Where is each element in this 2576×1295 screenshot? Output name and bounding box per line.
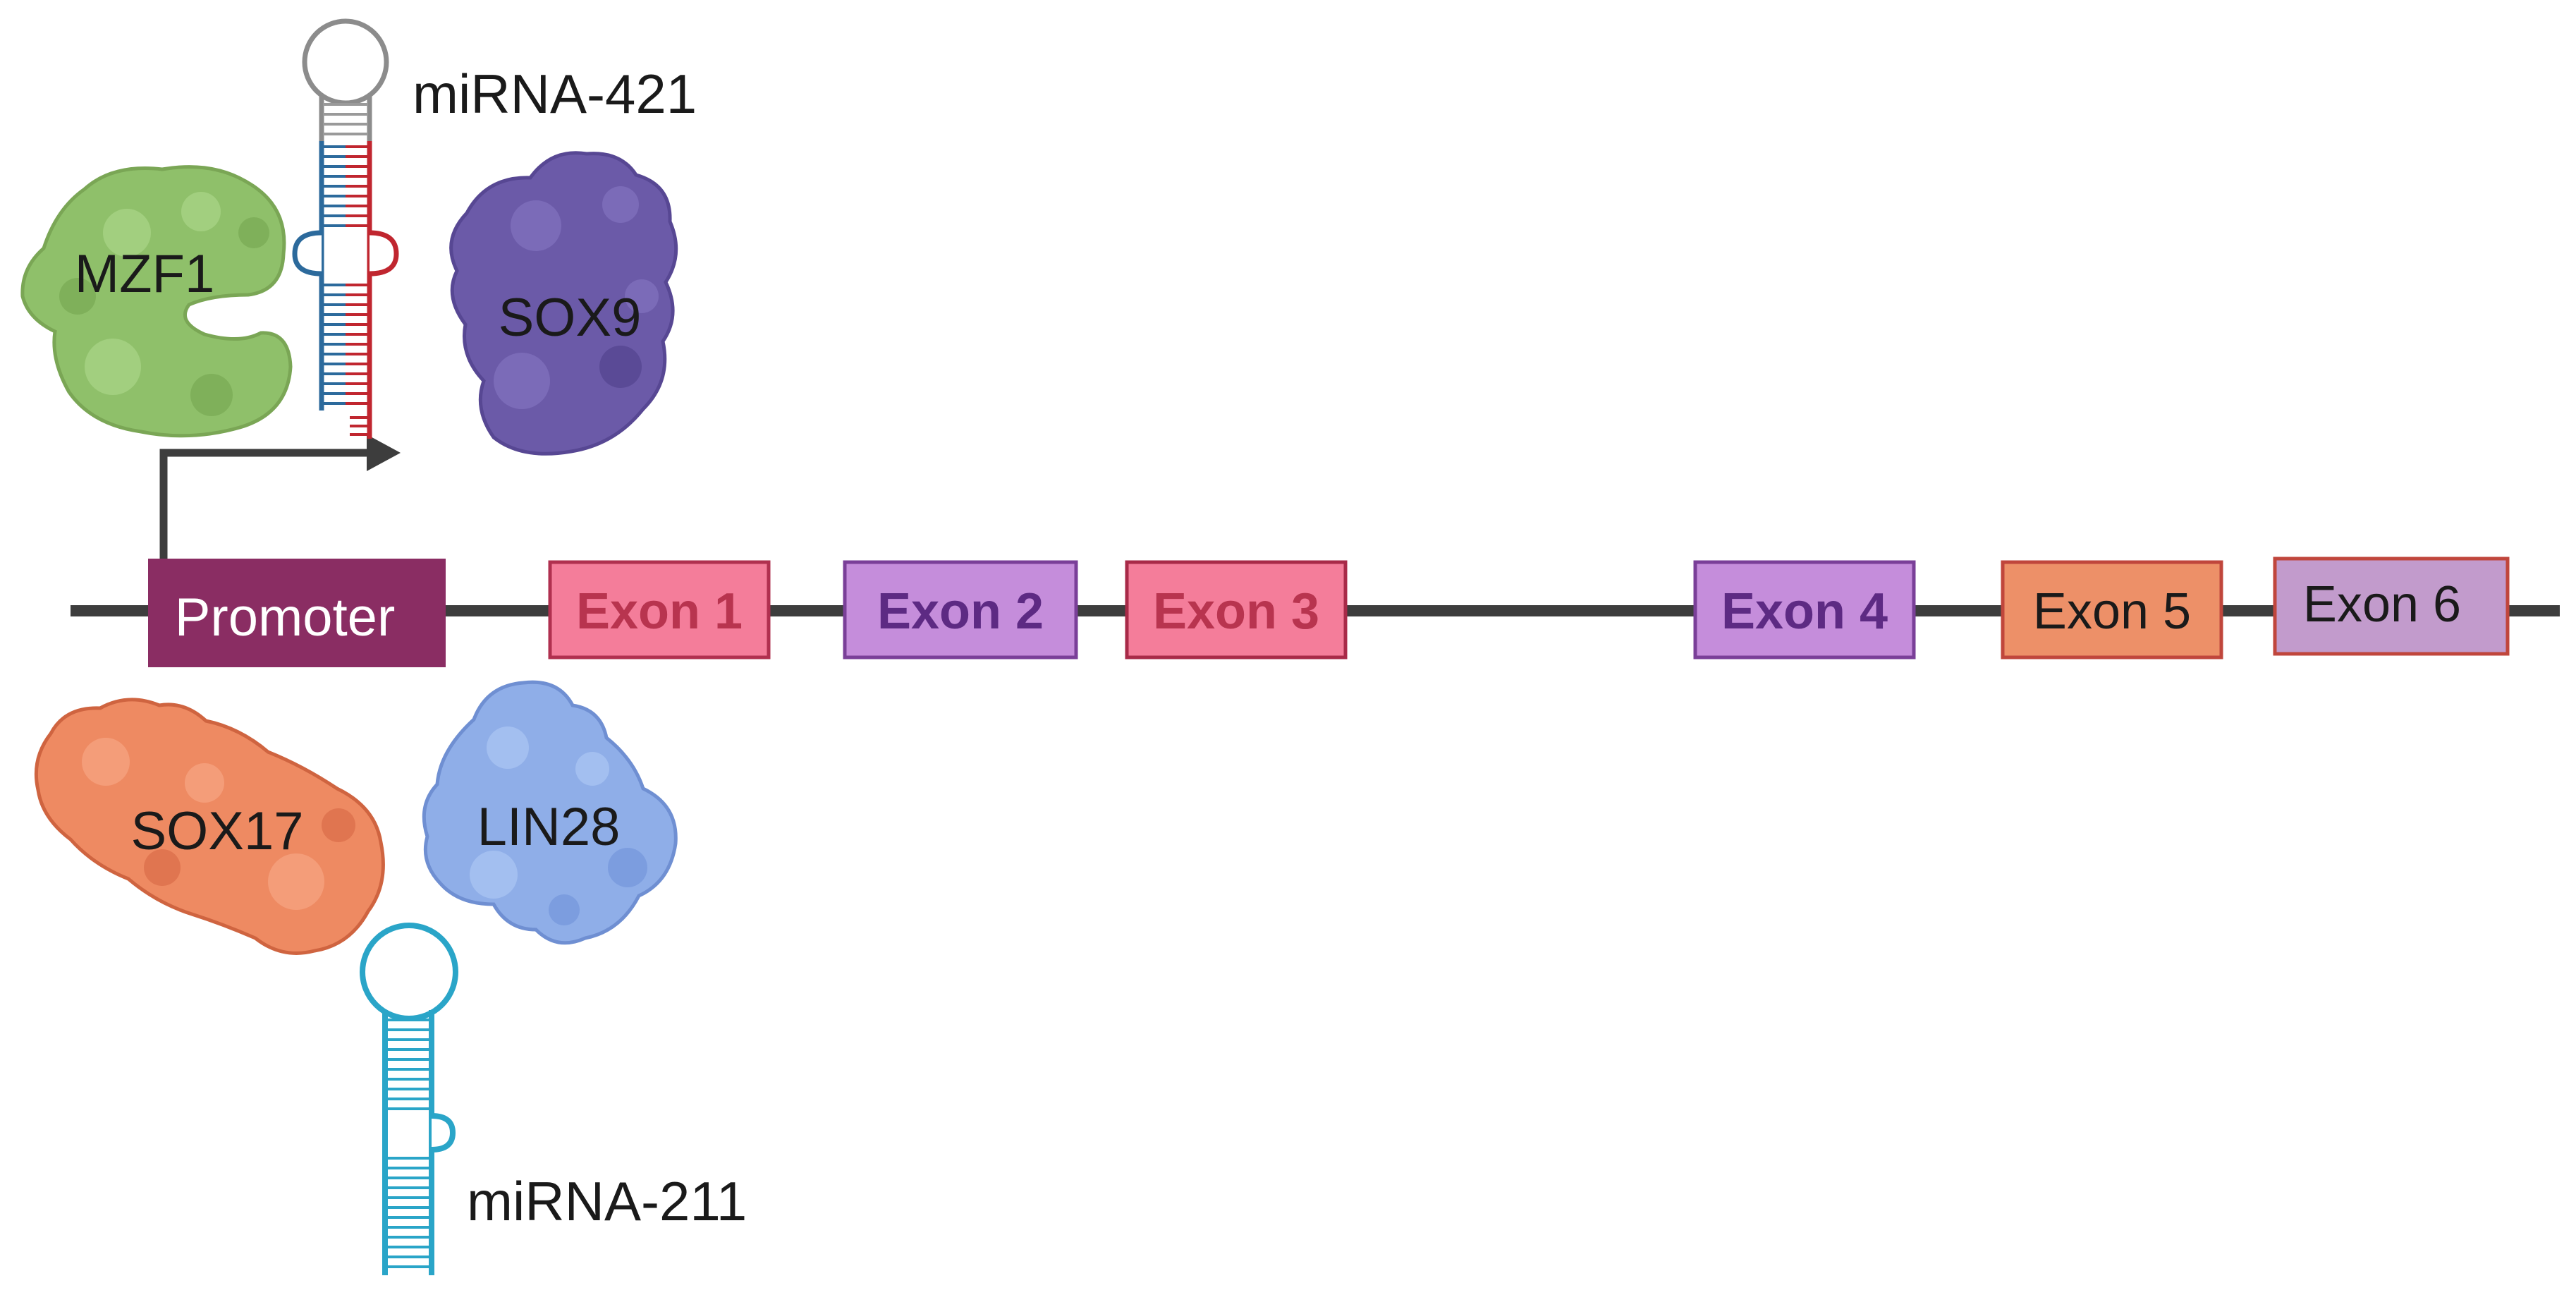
- exon-3-label: Exon 3: [1153, 583, 1319, 640]
- protein-blob-icon: [449, 151, 678, 456]
- lin28-label: LIN28: [477, 797, 621, 857]
- sox17-protein: SOX17: [34, 698, 385, 955]
- exon-1: Exon 1: [548, 560, 771, 659]
- exon-3: Exon 3: [1125, 560, 1348, 659]
- exon-5-label: Exon 5: [2033, 583, 2191, 640]
- protein-blob-icon: [34, 698, 385, 955]
- protein-blob-icon: [422, 680, 678, 945]
- sox17-label: SOX17: [130, 801, 303, 861]
- mirna-211: miRNA-211: [360, 923, 747, 1275]
- mzf1-protein: MZF1: [20, 165, 293, 438]
- sox9-label: SOX9: [499, 288, 642, 348]
- exon-4-label: Exon 4: [1721, 583, 1888, 640]
- mirna-hairpin-icon: [292, 18, 399, 439]
- lin28-protein: LIN28: [422, 680, 678, 945]
- promoter-label: Promoter: [175, 588, 396, 648]
- exon-5: Exon 5: [2001, 560, 2223, 659]
- exon-2: Exon 2: [843, 560, 1078, 659]
- mirna-421-label: miRNA-421: [413, 63, 697, 125]
- mirna-211-label: miRNA-211: [467, 1170, 747, 1232]
- sox9-protein: SOX9: [449, 151, 678, 456]
- exon-6-label: Exon 6: [2303, 576, 2461, 633]
- exon-2-label: Exon 2: [877, 583, 1044, 640]
- exon-1-label: Exon 1: [576, 583, 743, 640]
- mzf1-label: MZF1: [75, 244, 214, 304]
- protein-blob-icon: [20, 165, 293, 438]
- mirna-421: miRNA-421: [292, 18, 697, 439]
- transcription-start-arrow-icon: [159, 434, 401, 564]
- exon-4: Exon 4: [1693, 560, 1916, 659]
- promoter-box: Promoter: [148, 559, 446, 667]
- mirna-hairpin-icon: [360, 923, 458, 1275]
- exon-6: Exon 6: [2273, 557, 2510, 656]
